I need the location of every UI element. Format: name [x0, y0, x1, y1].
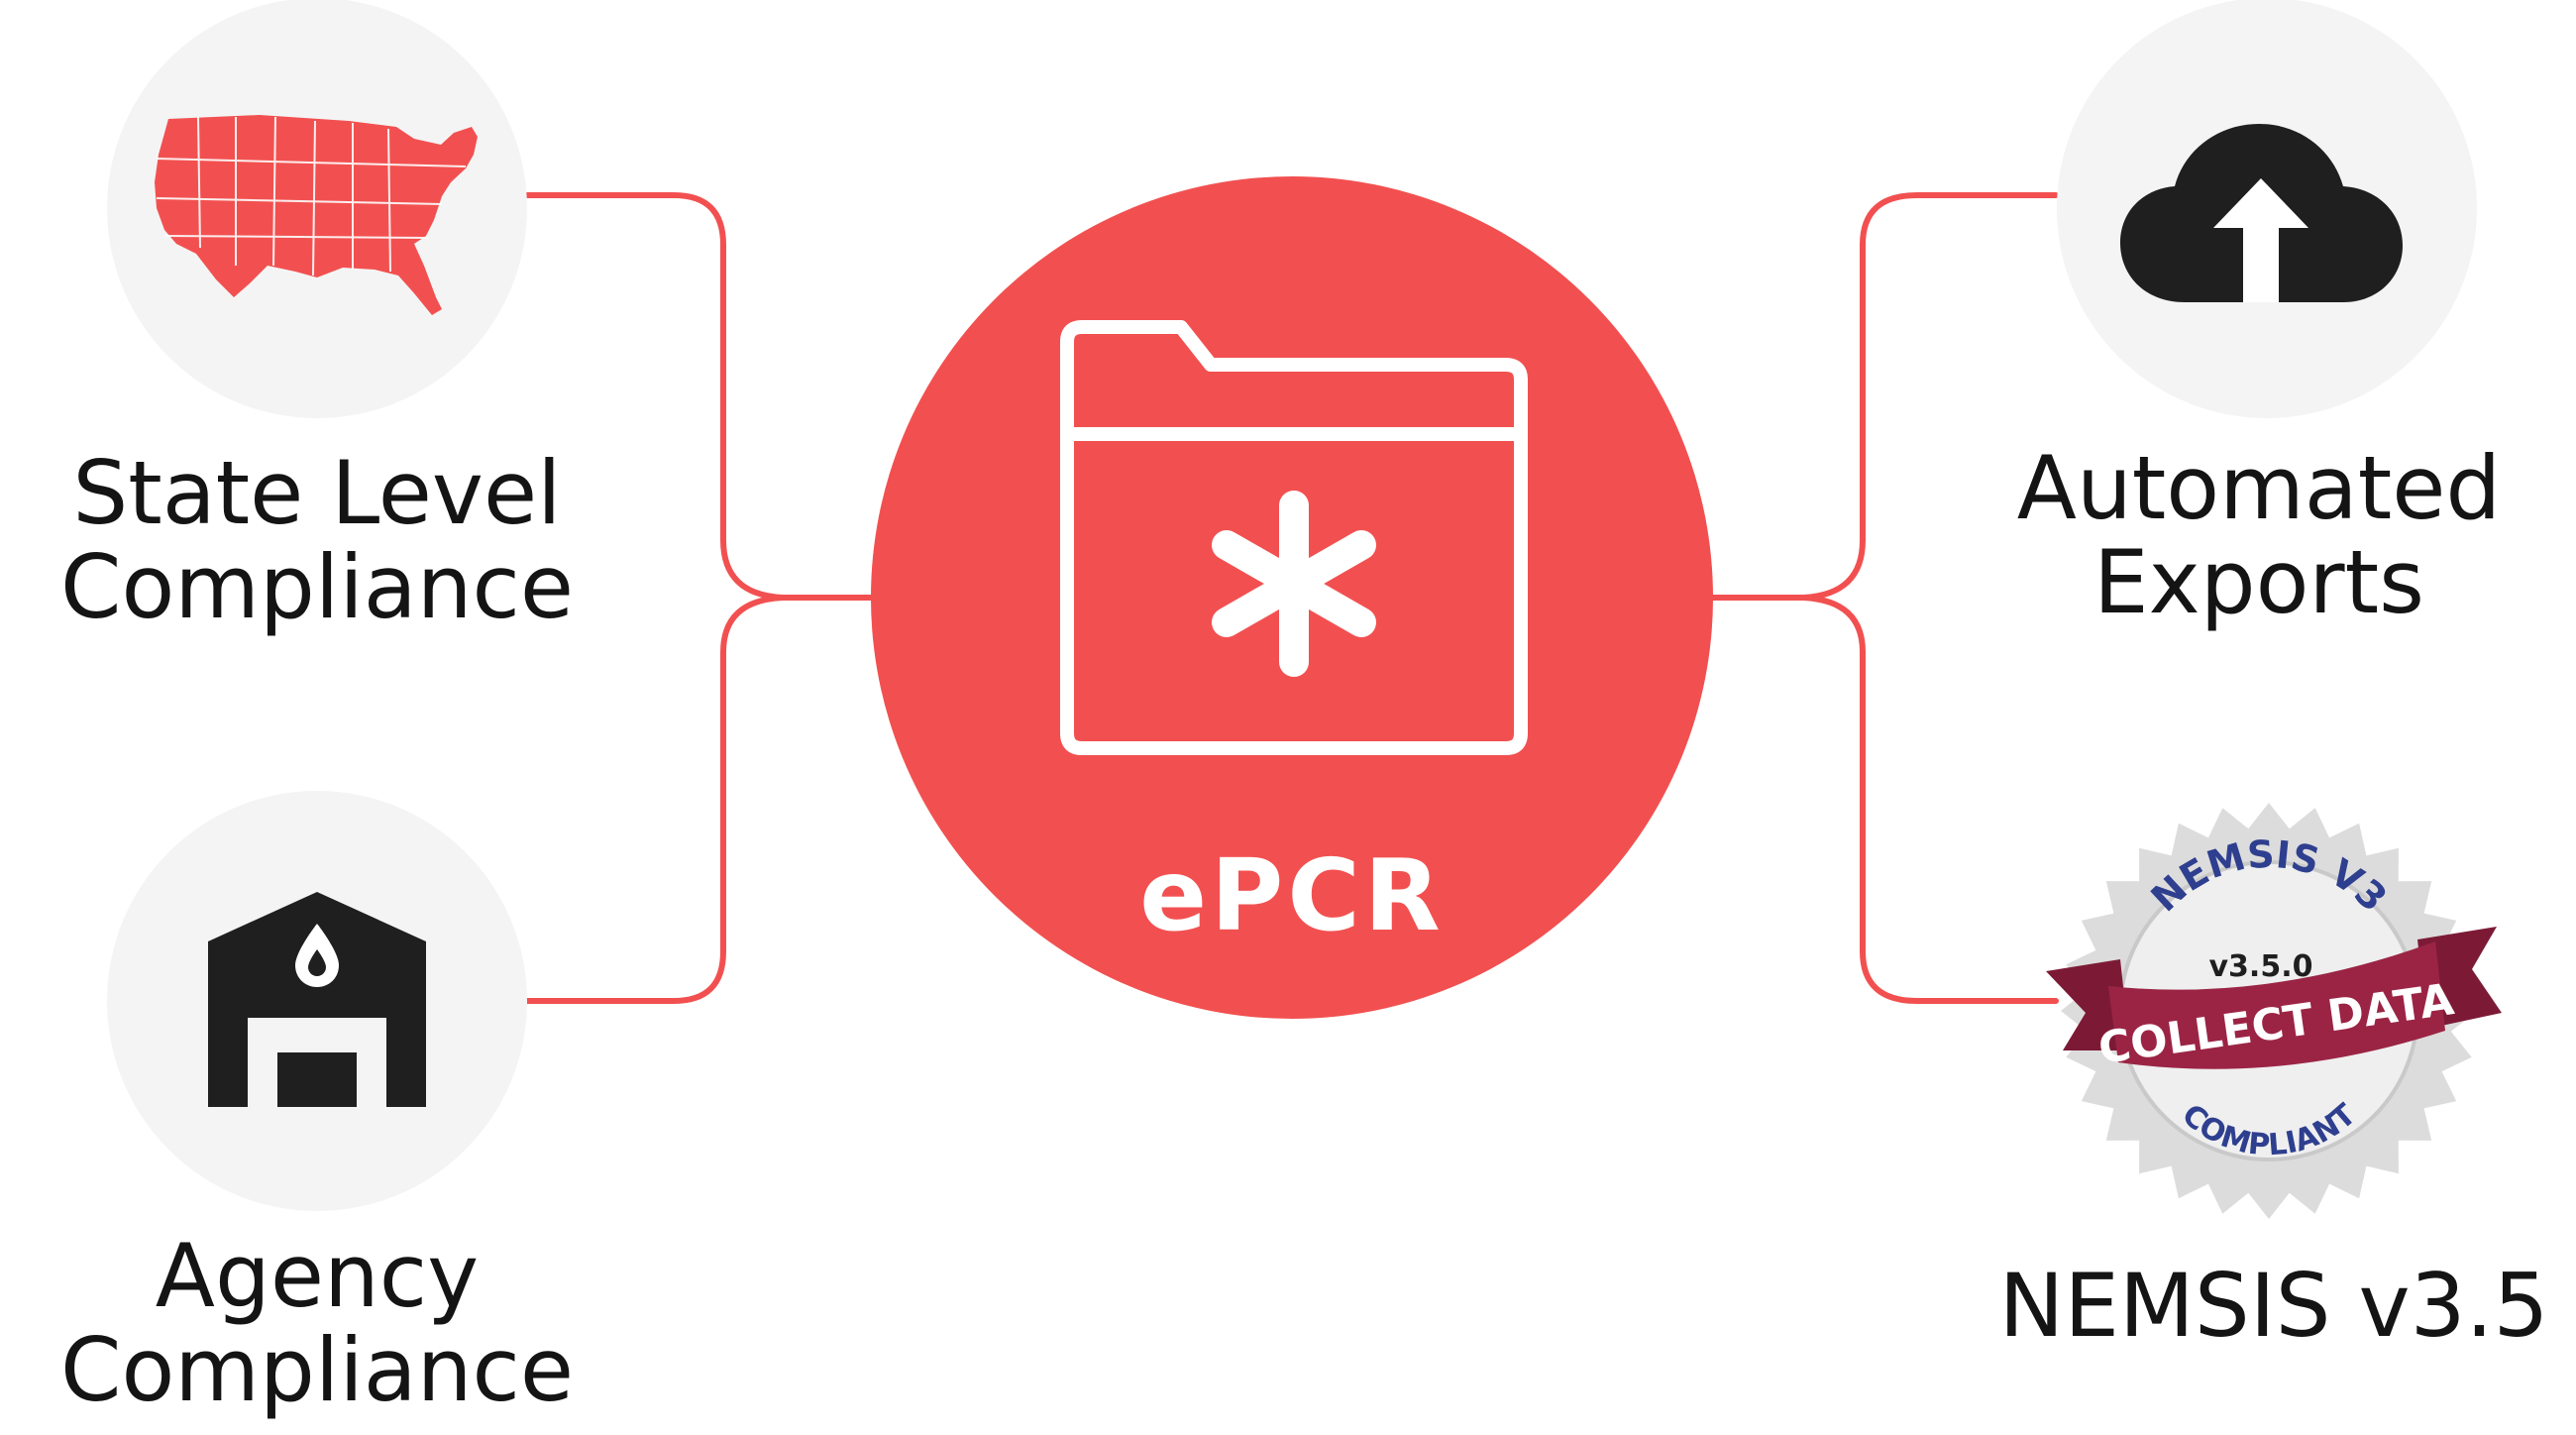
connector-state	[522, 192, 875, 601]
automated-exports-label: Automated Exports	[2001, 441, 2517, 629]
nemsis-label-line1: NEMSIS v3.5	[1998, 1255, 2549, 1357]
medical-folder-icon	[1060, 320, 1528, 755]
state-label-line2: Compliance	[60, 536, 574, 639]
fire-station-icon	[208, 892, 426, 1107]
connector-agency	[522, 595, 786, 1004]
exports-label-line2: Exports	[2093, 531, 2424, 634]
nemsis-label: NEMSIS v3.5	[1991, 1259, 2556, 1353]
connector-nemsis	[1800, 595, 2059, 1004]
agency-compliance-label: Agency Compliance	[54, 1229, 580, 1417]
nemsis-badge-icon: NEMSIS V3 v3.5.0 COLLECT DATA COMPLIANT	[2046, 803, 2502, 1219]
badge-ribbon	[2108, 941, 2445, 1069]
state-compliance-label: State Level Compliance	[59, 446, 575, 634]
usa-map-icon	[155, 115, 478, 315]
exports-label-line1: Automated	[2016, 437, 2502, 539]
connector-exports	[1701, 192, 2059, 601]
agency-label-line2: Compliance	[60, 1319, 574, 1422]
state-label-line1: State Level	[72, 442, 562, 544]
epcr-label: ePCR	[1139, 837, 1445, 953]
connectors	[522, 192, 2059, 1004]
cloud-upload-icon	[2120, 124, 2403, 302]
badge-ribbon-left-tail	[2046, 959, 2130, 1050]
agency-label-line1: Agency	[155, 1225, 480, 1327]
badge-version: v3.5.0	[2209, 949, 2313, 984]
